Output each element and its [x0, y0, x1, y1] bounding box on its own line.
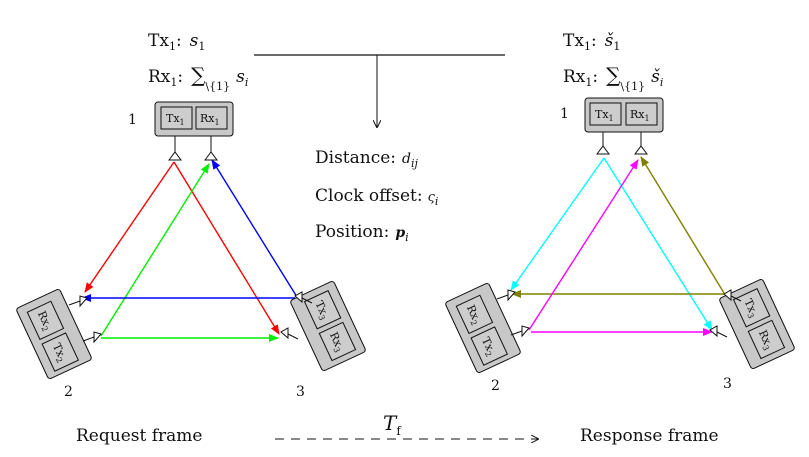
device-node-2: Rx2 Tx2 [16, 288, 102, 380]
link-olive-3-to-1 [640, 156, 725, 294]
chip-rx3 [318, 321, 357, 362]
chip-rx1 [195, 106, 228, 130]
svg-text:Rx1:∑\{1}ši: Rx1:∑\{1}ši [563, 63, 663, 93]
device-node-2-response: Rx2 Tx2 [445, 282, 530, 374]
svg-text:Rx1: Rx1 [630, 108, 650, 123]
antenna-icon [168, 151, 182, 161]
link-magenta-2-to-1 [528, 159, 639, 331]
svg-text:Rx2: Rx2 [33, 309, 55, 333]
antenna-icon [204, 151, 218, 161]
node-label-2: 2 [64, 384, 73, 400]
node-label-3: 3 [296, 384, 305, 400]
antenna-icon [596, 145, 610, 155]
antenna-icon [634, 145, 648, 155]
link-blue-3-to-1 [211, 159, 298, 298]
device-node-1: Tx1 Rx1 [154, 101, 234, 161]
antenna-icon [507, 289, 516, 302]
chip-rx1 [625, 102, 658, 126]
link-cyan-1-to-2 [510, 157, 605, 291]
left-rx-label: Rx1:∑\{1}si [148, 63, 248, 93]
frame-period-label: Tf [383, 411, 402, 438]
device-node-3: Tx3 Rx3 [280, 280, 366, 372]
left-tx-label: Tx1:s1 [148, 31, 205, 53]
antenna-icon [521, 325, 530, 338]
antenna-icon [709, 325, 718, 338]
svg-text:Clock offset:ςi: Clock offset:ςi [315, 186, 438, 208]
node-label-1-response: 1 [560, 106, 569, 122]
chip-rx3 [747, 319, 786, 360]
link-cyan-1-to-3 [603, 157, 713, 331]
antenna-icon [723, 289, 732, 302]
clock-offset-label: Clock offset:ςi [315, 186, 438, 208]
svg-text:Tx3: Tx3 [311, 299, 332, 322]
distance-label: Distance:dij [315, 148, 419, 170]
request-frame-label: Request frame [76, 426, 202, 446]
device-node-1-response: Tx1 Rx1 [584, 97, 664, 155]
right-tx-label: Tx1:š1 [563, 31, 620, 53]
svg-text:Rx1:∑\{1}si: Rx1:∑\{1}si [148, 63, 248, 93]
antenna-icon [93, 331, 102, 344]
svg-text:Tx1:s1: Tx1:s1 [148, 31, 205, 53]
node-label-1: 1 [128, 112, 137, 128]
node-label-2-response: 2 [491, 378, 500, 394]
antenna-icon [294, 291, 303, 304]
svg-text:Tx1: Tx1 [595, 108, 614, 123]
svg-text:Tx1:š1: Tx1:š1 [563, 31, 620, 53]
antenna-icon [280, 327, 289, 340]
svg-text:Rx2: Rx2 [462, 303, 484, 327]
right-rx-label: Rx1:∑\{1}ši [563, 63, 663, 93]
chip-tx2 [470, 326, 509, 366]
svg-text:Rx3: Rx3 [754, 328, 776, 352]
svg-text:Tx2: Tx2 [477, 335, 498, 358]
svg-text:Rx3: Rx3 [325, 330, 347, 354]
chip-tx3 [303, 289, 342, 330]
chip-tx2 [41, 332, 80, 372]
node-label-3-response: 3 [723, 376, 732, 392]
chip-tx1 [589, 102, 622, 126]
antenna-icon [79, 295, 88, 308]
link-red-1-to-3 [173, 161, 280, 335]
chip-rx2 [455, 294, 494, 335]
svg-text:Distance:dij: Distance:dij [315, 148, 419, 170]
chip-tx1 [160, 106, 193, 130]
svg-text:Tx2: Tx2 [48, 341, 69, 364]
position-label: Position:pi [315, 222, 409, 244]
right-scene: Tx1 Rx1 1 Rx2 Tx2 2 Tx3 [445, 97, 795, 394]
chip-rx2 [26, 300, 65, 341]
svg-text:Tf: Tf [383, 411, 402, 438]
link-red-1-to-2 [84, 161, 175, 293]
svg-text:Tx1: Tx1 [166, 112, 185, 127]
left-scene: Tx1 Rx1 1 Rx2 Tx2 2 Tx3 [16, 101, 366, 400]
device-node-3-response: Tx3 Rx3 [709, 278, 795, 370]
link-green-2-to-1 [100, 163, 210, 337]
svg-text:Position:pi: Position:pi [315, 222, 409, 244]
svg-text:Tx3: Tx3 [740, 297, 761, 320]
chip-tx3 [732, 287, 771, 328]
svg-text:Rx1: Rx1 [200, 112, 220, 127]
response-frame-label: Response frame [580, 426, 719, 446]
